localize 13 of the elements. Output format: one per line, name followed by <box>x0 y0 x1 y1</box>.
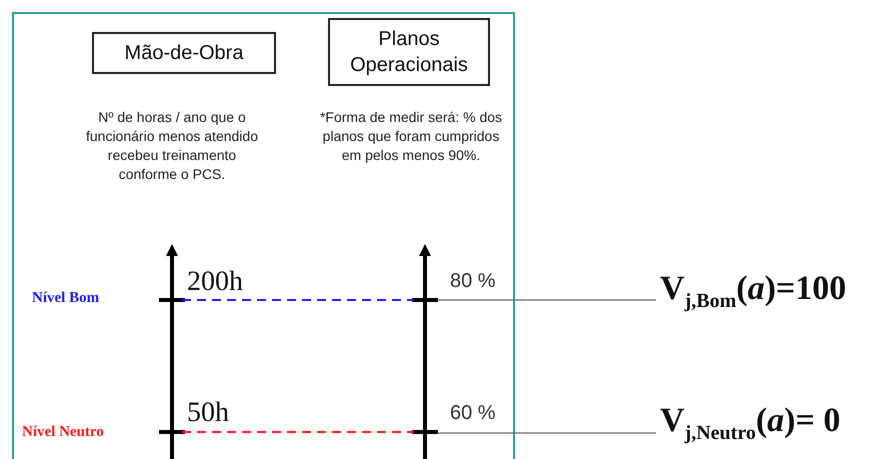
leader-line <box>436 432 656 434</box>
scale-value: 200h <box>187 266 243 298</box>
level-label: Nível Neutro <box>22 424 104 441</box>
level-label: Nível Bom <box>32 290 100 307</box>
formula-text: V$_{j,Bom}$(a)=100 <box>660 270 846 313</box>
scale-value: 60 % <box>450 402 496 425</box>
description-text: Nº de horas / ano que o funcionário menos atendido recebeu treinamento conforme o PCS. <box>84 108 259 184</box>
category-box: Planos Operacionais <box>328 18 490 86</box>
formula-text: V$_{j,Neutro}$(a)= 0 <box>660 402 840 445</box>
description-text: *Forma de medir será: % dos planos que foram cumpridos em pelos menos 90%. <box>318 108 504 165</box>
scale-value: 50h <box>187 397 229 429</box>
scale-value: 80 % <box>450 270 496 293</box>
category-box: Mão-de-Obra <box>92 32 276 74</box>
